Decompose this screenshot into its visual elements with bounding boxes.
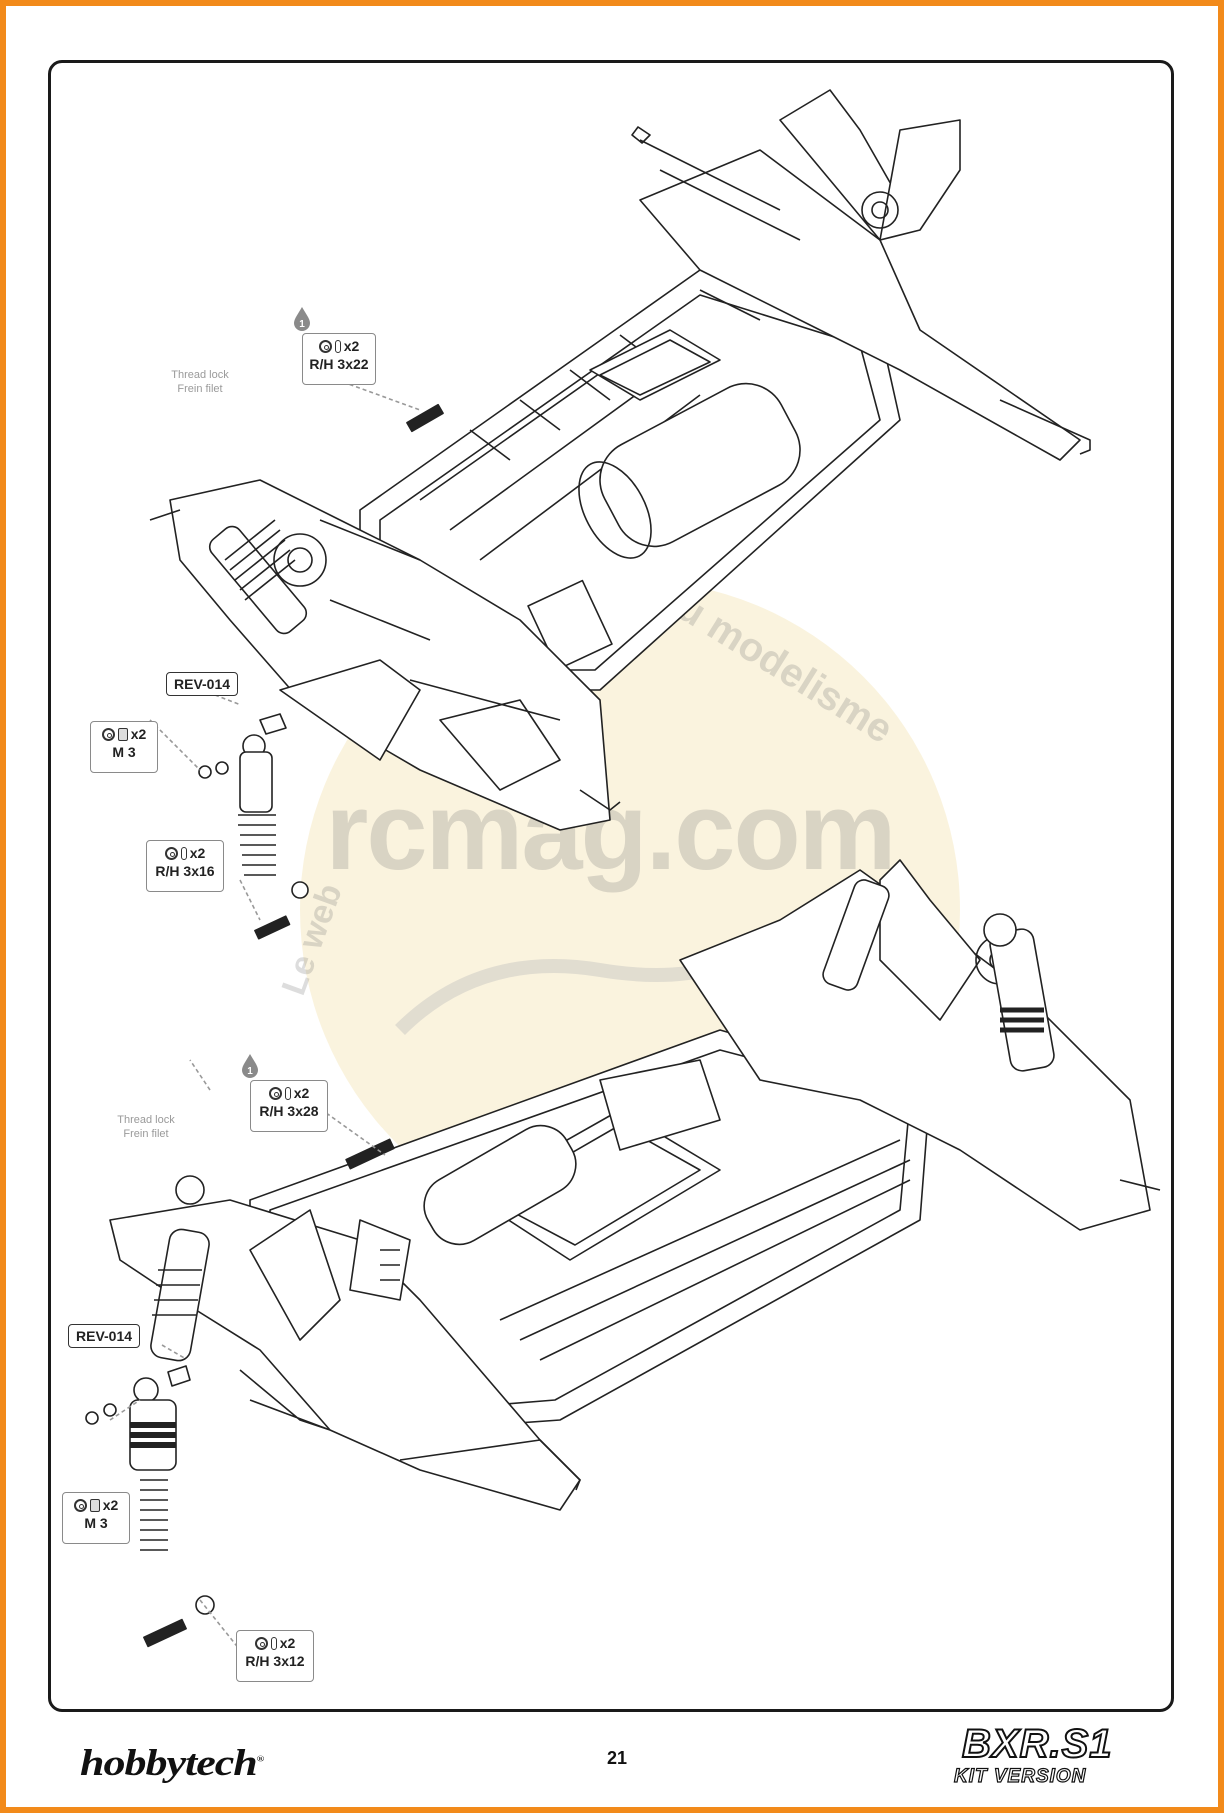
thread-lock-drop-icon: 1 <box>242 1054 258 1078</box>
quantity: x2 <box>130 726 147 742</box>
part-label-rev014-bottom: REV-014 <box>68 1324 141 1348</box>
hardware-callout-rh3x22: x2 R/H 3x22 <box>302 333 376 385</box>
hobbytech-logo: hobbytech® <box>80 1741 264 1784</box>
thread-lock-en: Thread lock <box>171 369 229 381</box>
quantity: x2 <box>279 1635 296 1651</box>
watermark-site: rcmag.com <box>325 770 897 893</box>
page-number: 21 <box>606 1748 628 1768</box>
screw-spec: R/H 3x28 <box>259 1103 319 1119</box>
thread-lock-fr: Frein filet <box>177 383 223 395</box>
bxr-s1-logo: BXR.S1 KIT VERSION <box>952 1721 1152 1792</box>
screw-icon <box>180 846 187 860</box>
screw-icon <box>270 1636 277 1650</box>
screw-spec: R/H 3x16 <box>155 863 215 879</box>
nut-icon <box>117 727 128 741</box>
washer-icon <box>268 1086 282 1100</box>
thread-lock-fr: Frein filet <box>123 1128 169 1140</box>
nut-spec: M 3 <box>112 744 136 760</box>
quantity: x2 <box>343 338 360 354</box>
washer-icon <box>318 339 332 353</box>
hardware-callout-rh3x12: x2 R/H 3x12 <box>236 1630 314 1682</box>
hardware-callout-m3-bottom: x2 M 3 <box>62 1492 130 1544</box>
top-chassis-assembly <box>149 89 1091 831</box>
quantity: x2 <box>293 1085 310 1101</box>
screw-spec: R/H 3x12 <box>245 1653 305 1669</box>
nut-icon <box>89 1498 100 1512</box>
quantity: x2 <box>189 845 206 861</box>
svg-text:1: 1 <box>247 1066 253 1077</box>
bottom-loose-parts <box>85 1059 395 1651</box>
washer-icon <box>73 1498 87 1512</box>
bxr-s1-logo-text: BXR.S1 <box>961 1721 1113 1767</box>
assembly-drawing <box>85 89 1161 1651</box>
thread-lock-drop-icon: 1 <box>294 307 310 331</box>
kit-version-text: KIT VERSION <box>953 1765 1087 1787</box>
hardware-callout-m3-top: x2 M 3 <box>90 721 158 773</box>
svg-text:1: 1 <box>299 319 305 330</box>
screw-icon <box>284 1086 291 1100</box>
hobbytech-logo-text: hobbytech <box>80 1741 258 1784</box>
quantity: x2 <box>102 1497 119 1513</box>
thread-lock-note-top: Thread lock Frein filet <box>160 368 240 396</box>
washer-icon <box>101 727 115 741</box>
washer-icon <box>164 846 178 860</box>
nut-spec: M 3 <box>84 1515 108 1531</box>
thread-lock-en: Thread lock <box>117 1114 175 1126</box>
top-loose-parts <box>149 369 444 940</box>
bottom-chassis-assembly <box>109 859 1161 1511</box>
screw-icon <box>334 339 341 353</box>
thread-lock-note-bottom: Thread lock Frein filet <box>106 1113 186 1141</box>
washer-icon <box>254 1636 268 1650</box>
screw-spec: R/H 3x22 <box>309 356 369 372</box>
part-label-rev014-top: REV-014 <box>166 672 239 696</box>
hardware-callout-rh3x16: x2 R/H 3x16 <box>146 840 224 892</box>
hardware-callout-rh3x28: x2 R/H 3x28 <box>250 1080 328 1132</box>
